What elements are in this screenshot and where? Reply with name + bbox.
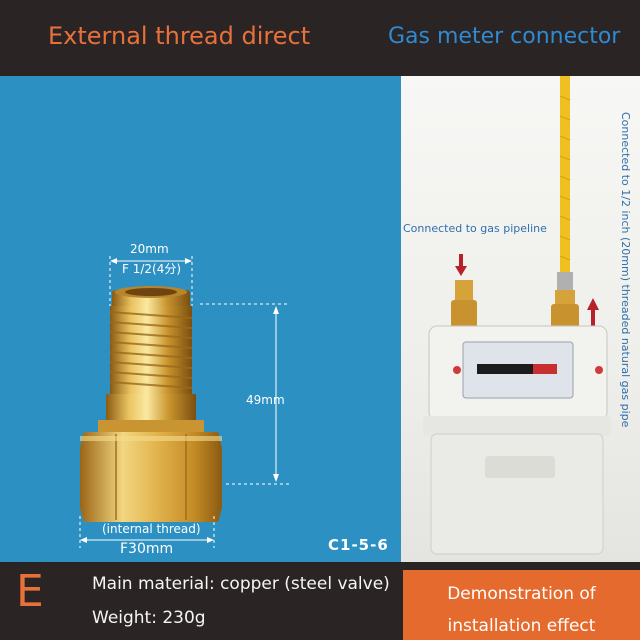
demo-line-1: Demonstration of xyxy=(447,584,596,604)
gas-meter-illustration xyxy=(423,76,611,555)
top-dimension xyxy=(109,256,193,306)
bottom-dimension xyxy=(79,516,215,548)
thread-spec-label: F 1/2(4分) xyxy=(122,262,182,276)
bottom-size-label: F30mm xyxy=(120,541,174,557)
pipe-size-annotation: Connected to 1/2 inch (20mm) threaded na… xyxy=(619,112,632,428)
yellow-gas-pipe xyxy=(560,76,570,276)
weight-spec: Weight: 230g xyxy=(92,608,206,628)
right-title: Gas meter connector xyxy=(388,24,621,49)
top-width-label: 20mm xyxy=(130,242,169,256)
demo-label-box xyxy=(403,570,640,640)
material-spec: Main material: copper (steel valve) xyxy=(92,574,390,594)
down-arrow xyxy=(455,254,467,276)
internal-thread-label: (internal thread) xyxy=(102,522,201,536)
demo-line-2: installation effect xyxy=(447,616,596,636)
up-arrow xyxy=(587,298,599,326)
external-thread-section xyxy=(98,286,204,434)
variant-letter: E xyxy=(16,566,44,617)
height-dimension xyxy=(200,303,290,485)
gas-pipeline-annotation: Connected to gas pipeline xyxy=(403,222,547,235)
brass-fitting-illustration xyxy=(79,256,290,548)
product-code: C1-5-6 xyxy=(328,536,389,554)
header-bar xyxy=(0,0,640,76)
hex-nut-section xyxy=(80,432,222,522)
height-label: 49mm xyxy=(246,393,285,407)
installation-photo xyxy=(401,76,640,562)
left-title: External thread direct xyxy=(48,22,311,50)
